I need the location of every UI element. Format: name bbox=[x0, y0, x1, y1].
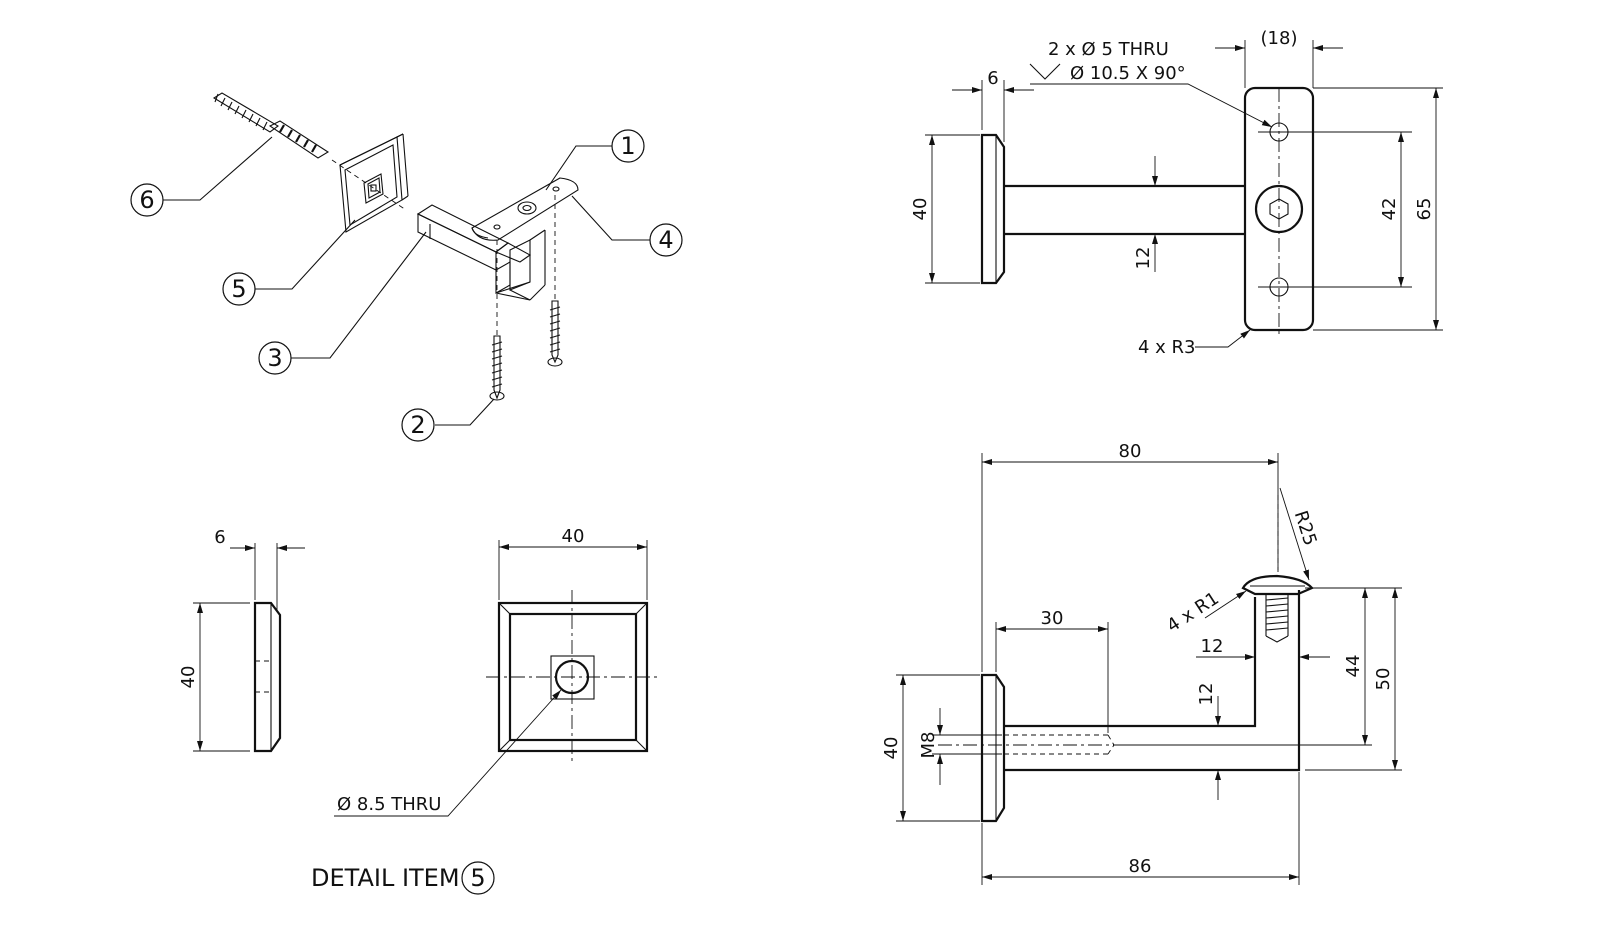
side-dim-40: 40 bbox=[881, 737, 902, 760]
top-dim-hole-spacing: 42 bbox=[1379, 198, 1400, 221]
isometric-exploded-view: 1 2 3 4 5 6 bbox=[130, 92, 683, 442]
side-dim-86: 86 bbox=[1129, 856, 1152, 877]
detail-dim-width: 40 bbox=[562, 526, 585, 547]
balloon-5: 5 bbox=[222, 219, 356, 306]
side-dim-30: 30 bbox=[1041, 608, 1064, 629]
top-radius-callout: 4 x R3 bbox=[1138, 337, 1196, 358]
side-dim-m8: M8 bbox=[918, 732, 939, 759]
balloon-4: 4 bbox=[571, 195, 683, 257]
wall-plate-part bbox=[339, 133, 409, 233]
balloon-4-label: 4 bbox=[658, 226, 673, 254]
balloon-3-label: 3 bbox=[267, 344, 282, 372]
balloon-6-label: 6 bbox=[139, 186, 154, 214]
balloon-1-label: 1 bbox=[620, 132, 635, 160]
balloon-5-label: 5 bbox=[231, 275, 246, 303]
side-view: 80 R25 4 x R1 30 12 12 44 50 bbox=[881, 441, 1402, 885]
balloon-3: 3 bbox=[258, 231, 427, 375]
detail-title-item: 5 bbox=[470, 864, 485, 892]
side-dim-50: 50 bbox=[1373, 668, 1394, 691]
top-dim-plate-height: 40 bbox=[910, 198, 931, 221]
balloon-6: 6 bbox=[130, 136, 273, 217]
side-dim-12-horizontal: 12 bbox=[1201, 636, 1224, 657]
detail-title: DETAIL ITEM bbox=[311, 864, 460, 892]
top-view: 6 (18) 2 x Ø 5 THRU Ø 10.5 X 90° 40 12 4… bbox=[910, 28, 1443, 358]
side-dim-r25: R25 bbox=[1290, 508, 1321, 548]
balloon-1: 1 bbox=[545, 129, 645, 191]
top-hole-callout-line1: 2 x Ø 5 THRU bbox=[1048, 39, 1169, 60]
top-dim-ref-width: (18) bbox=[1261, 28, 1298, 49]
top-dim-arm: 12 bbox=[1133, 247, 1154, 270]
wood-screw-part bbox=[489, 195, 563, 401]
side-dim-44: 44 bbox=[1343, 655, 1364, 678]
assembly-axis-line bbox=[331, 159, 407, 211]
top-dim-thickness: 6 bbox=[987, 68, 998, 89]
lag-screw-part bbox=[212, 92, 330, 159]
detail-dim-height: 40 bbox=[178, 666, 199, 689]
balloon-2-label: 2 bbox=[410, 411, 425, 439]
top-dim-plate-length: 65 bbox=[1414, 198, 1435, 221]
detail-hole-callout: Ø 8.5 THRU bbox=[337, 794, 441, 815]
top-hole-callout-line2: Ø 10.5 X 90° bbox=[1070, 63, 1186, 84]
detail-dim-thickness: 6 bbox=[214, 527, 225, 548]
side-dim-80: 80 bbox=[1119, 441, 1142, 462]
side-dim-12-vertical: 12 bbox=[1196, 683, 1217, 706]
bracket-arm-part bbox=[416, 204, 546, 301]
balloon-2: 2 bbox=[401, 398, 495, 442]
saddle-plate-part bbox=[471, 177, 579, 241]
detail-item-5: 6 40 40 Ø 8.5 THRU DETAIL ITEM 5 bbox=[178, 526, 660, 895]
